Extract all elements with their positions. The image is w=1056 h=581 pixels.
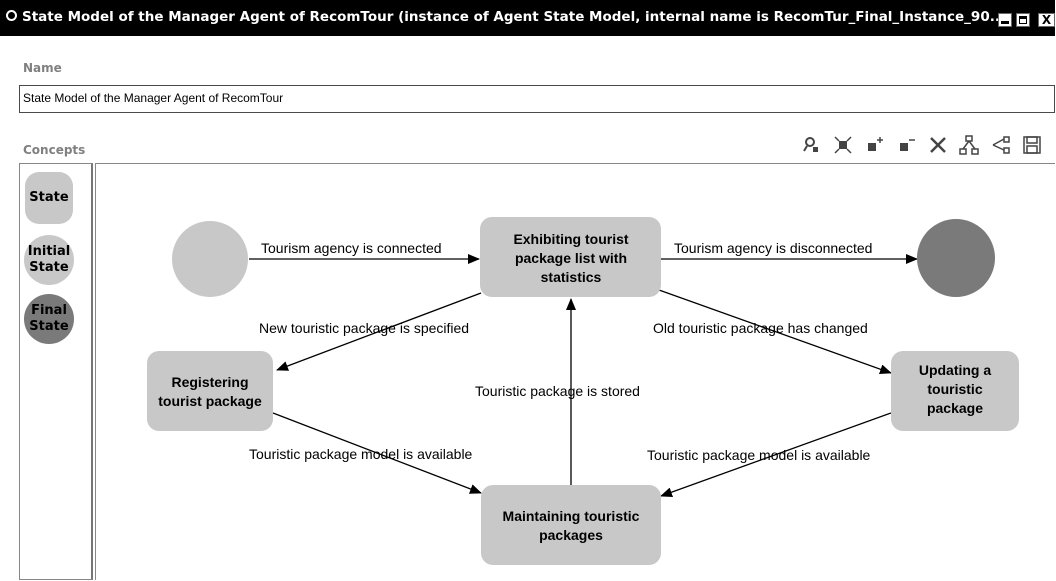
center-icon[interactable] bbox=[832, 134, 854, 156]
transition-model-right-label: Touristic package model is available bbox=[647, 447, 871, 463]
state-maintaining[interactable]: Maintaining touristic packages bbox=[481, 485, 661, 565]
minimize-button[interactable] bbox=[998, 13, 1012, 27]
delete-icon[interactable] bbox=[927, 134, 949, 156]
window-title: State Model of the Manager Agent of Reco… bbox=[22, 9, 1006, 25]
state-exhibiting-line2: package list with bbox=[515, 250, 627, 266]
state-updating-line3: package bbox=[927, 400, 983, 416]
zoom-in-icon[interactable] bbox=[864, 134, 886, 156]
close-button[interactable]: X bbox=[1038, 13, 1055, 27]
state-updating-line1: Updating a bbox=[919, 362, 992, 378]
palette-final-line1: Final bbox=[31, 303, 67, 318]
share-icon[interactable] bbox=[990, 134, 1012, 156]
window-title-bar[interactable]: State Model of the Manager Agent of Reco… bbox=[0, 0, 1055, 36]
palette-final-line2: State bbox=[29, 319, 69, 334]
hierarchy-icon[interactable] bbox=[958, 134, 980, 156]
state-maintaining-line2: packages bbox=[539, 527, 603, 543]
state-diagram: Exhibiting tourist package list with sta… bbox=[147, 217, 1019, 565]
transition-new-specified-label: New touristic package is specified bbox=[259, 320, 469, 336]
diagram-toolbar bbox=[800, 130, 1055, 160]
transition-model-left-label: Touristic package model is available bbox=[249, 446, 473, 462]
transition-new-specified-line[interactable] bbox=[276, 292, 482, 371]
final-state-node[interactable] bbox=[917, 219, 995, 297]
transition-old-changed-label: Old touristic package has changed bbox=[653, 320, 868, 336]
concepts-label: Concepts bbox=[23, 143, 86, 157]
state-registering-line2: tourist package bbox=[158, 393, 262, 409]
maximize-button[interactable] bbox=[1016, 13, 1030, 27]
name-label: Name bbox=[23, 61, 62, 75]
transition-connected-label: Tourism agency is connected bbox=[261, 240, 442, 256]
state-exhibiting-line3: statistics bbox=[541, 269, 602, 285]
state-exhibiting[interactable]: Exhibiting tourist package list with sta… bbox=[480, 217, 661, 297]
state-updating-line2: touristic bbox=[927, 381, 982, 397]
palette-state[interactable]: State bbox=[25, 172, 73, 224]
state-maintaining-line1: Maintaining touristic bbox=[503, 508, 640, 524]
layout-icon[interactable] bbox=[801, 134, 823, 156]
transition-old-changed-line[interactable] bbox=[658, 289, 892, 375]
palette-initial-line2: State bbox=[29, 260, 69, 275]
save-icon[interactable] bbox=[1021, 134, 1043, 156]
initial-state-node[interactable] bbox=[172, 221, 248, 297]
app-icon bbox=[6, 10, 17, 21]
state-registering-line1: Registering bbox=[171, 374, 248, 390]
transition-model-left-line[interactable] bbox=[272, 412, 482, 494]
palette-initial-line1: Initial bbox=[27, 244, 71, 259]
state-exhibiting-line1: Exhibiting tourist bbox=[513, 231, 628, 247]
transition-disconnected-label: Tourism agency is disconnected bbox=[674, 240, 872, 256]
zoom-out-icon[interactable] bbox=[896, 134, 918, 156]
transition-stored-label: Touristic package is stored bbox=[475, 383, 640, 399]
state-registering[interactable]: Registering tourist package bbox=[147, 351, 273, 431]
transition-model-right-line[interactable] bbox=[660, 412, 892, 497]
state-updating[interactable]: Updating a touristic package bbox=[891, 351, 1019, 431]
name-input[interactable]: State Model of the Manager Agent of Reco… bbox=[19, 85, 1055, 113]
diagram-canvas[interactable]: Exhibiting tourist package list with sta… bbox=[95, 163, 1055, 580]
